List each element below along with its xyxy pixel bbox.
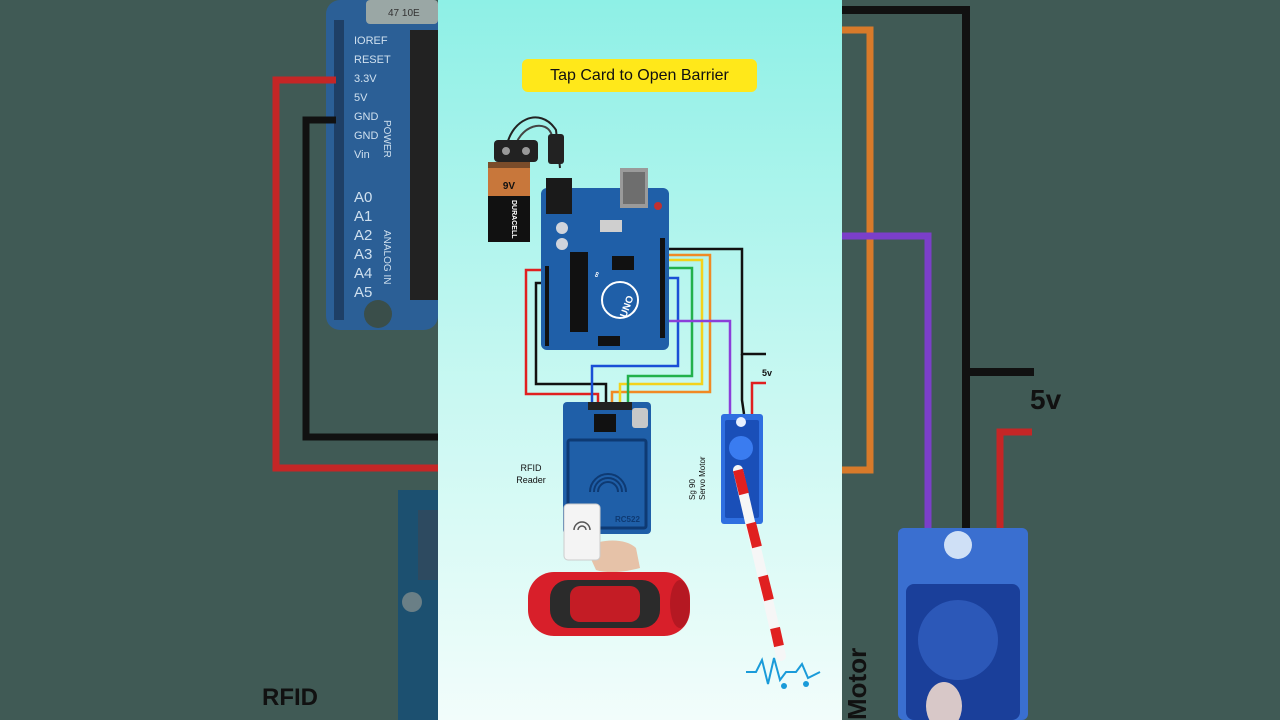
servo-label-line2: Servo Motor [698,456,707,500]
wire-black-pin10 [664,247,766,356]
wire-blue-pin9 [590,276,680,404]
bg-pin-a5: A5 [354,284,372,301]
rfid-module-label: RC522 [615,515,640,524]
car-icon [528,572,690,636]
wire-orange-pin13 [610,253,712,404]
background-left-arduino: 47 10E IOREF RESET 3.3V 5V GND GND Vin A… [272,0,438,720]
bg-pin-a2: A2 [354,227,372,244]
bg-analog-header: ANALOG IN [381,230,392,284]
hand-with-card [563,503,640,573]
bg-pin-a3: A3 [354,246,372,263]
arduino-infinity-icon: ∞ [591,270,602,279]
bg-pin-gnd1: GND [354,111,379,123]
wire-black-gnd [534,281,608,404]
title-badge: Tap Card to Open Barrier [522,59,757,92]
bg-pin-3v3: 3.3V [354,73,377,85]
bg-pin-reset: RESET [354,54,391,66]
wires [524,247,766,415]
bg-pin-a4: A4 [354,265,372,282]
rfid-label-line1: RFID [520,463,542,473]
bg-pin-gnd2: GND [354,130,379,142]
supply-5v-label: 5v [762,368,773,378]
rfid-label-line2: Reader [516,475,546,485]
barrier-arm [733,465,786,661]
background-5v-label: 5v [1030,384,1062,415]
brand-logo-icon [746,657,821,689]
bg-cap-label: 47 10E [388,8,420,19]
background-motor-label: Motor [842,647,872,720]
background-right-servo [842,6,1034,720]
bg-pin-ioref: IOREF [354,35,388,47]
bg-power-header: POWER [381,120,392,158]
rfid-reader-module: RC522 [563,402,651,534]
battery-9v: 9V DURACELL [488,116,564,242]
bg-pin-a1: A1 [354,208,372,225]
background-rfid-label: RFID [262,684,318,711]
battery-voltage-label: 9V [503,181,516,192]
rfid-reader-label: RFID Reader [510,462,552,486]
wire-yellow-pin12 [618,258,704,404]
wire-purple-servo-signal [664,319,732,414]
bg-pin-5v: 5V [354,92,368,104]
servo-label-line1: Sg 90 [688,479,697,500]
wire-black-servo-gnd [740,354,746,415]
wire-red-servo-5v [750,381,766,414]
arduino-uno-board: UNO ∞ [541,168,669,350]
wire-green-pin11 [626,266,694,404]
bg-pin-a0: A0 [354,189,372,206]
servo-motor-label: Sg 90 Servo Motor [688,440,708,500]
battery-brand-label: DURACELL [510,200,517,239]
bg-pin-vin: Vin [354,149,370,161]
wire-red-3v3 [524,268,600,404]
